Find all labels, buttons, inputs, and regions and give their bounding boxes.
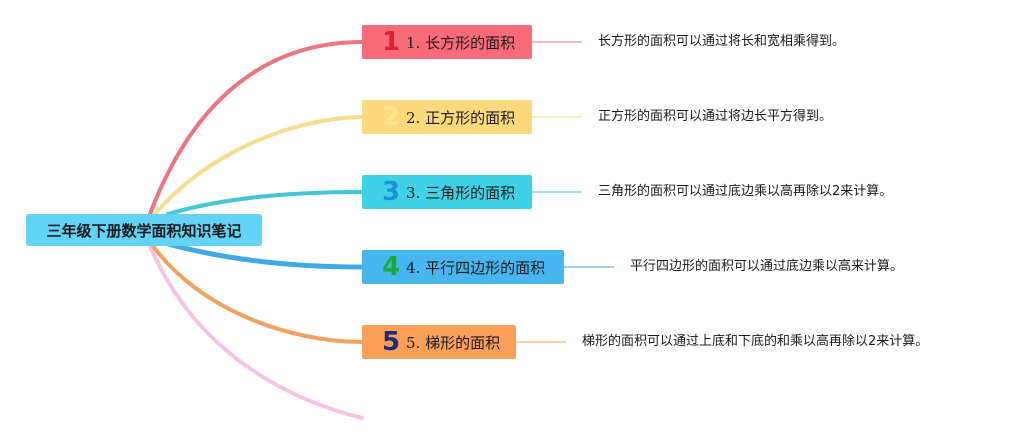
branch-line <box>151 244 364 344</box>
topic-note: 正方形的面积可以通过将边长平方得到。 <box>598 109 833 124</box>
topic-label: 4. 平行四边形的面积 <box>406 258 546 277</box>
branch-line <box>153 115 364 216</box>
number-1-icon: 1 <box>381 27 401 57</box>
topic-note: 三角形的面积可以通过底边乘以高再除以2来计算。 <box>598 184 893 199</box>
number-2-icon: 2 <box>381 102 401 132</box>
topic-note: 梯形的面积可以通过上底和下底的和乘以高再除以2来计算。 <box>582 334 929 349</box>
number-5-icon: 5 <box>381 327 401 357</box>
branch-line <box>165 241 365 270</box>
topic-rectangle-area[interactable]: 1 1. 长方形的面积 <box>362 25 532 59</box>
topic-parallelogram-area[interactable]: 4 4. 平行四边形的面积 <box>362 250 564 284</box>
topic-square-area[interactable]: 2 2. 正方形的面积 <box>362 100 532 134</box>
empty-branch-line <box>148 244 364 420</box>
topic-triangle-area[interactable]: 3 3. 三角形的面积 <box>362 175 532 209</box>
root-topic[interactable]: 三年级下册数学面积知识笔记 <box>26 214 262 246</box>
topic-label: 5. 梯形的面积 <box>406 333 501 352</box>
topic-note: 平行四边形的面积可以通过底边乘以高来计算。 <box>630 259 904 274</box>
topic-label: 1. 长方形的面积 <box>406 33 516 52</box>
topic-label: 3. 三角形的面积 <box>406 183 516 202</box>
topic-note: 长方形的面积可以通过将长和宽相乘得到。 <box>598 34 846 49</box>
note-connectors <box>516 41 614 343</box>
topic-trapezoid-area[interactable]: 5 5. 梯形的面积 <box>362 325 516 359</box>
branch-line <box>166 190 364 216</box>
number-3-icon: 3 <box>381 177 401 207</box>
number-4-icon: 4 <box>381 252 401 282</box>
branch-line <box>148 40 364 216</box>
branch-lines <box>148 40 365 420</box>
root-topic-label: 三年级下册数学面积知识笔记 <box>46 221 242 240</box>
topic-label: 2. 正方形的面积 <box>406 108 516 127</box>
